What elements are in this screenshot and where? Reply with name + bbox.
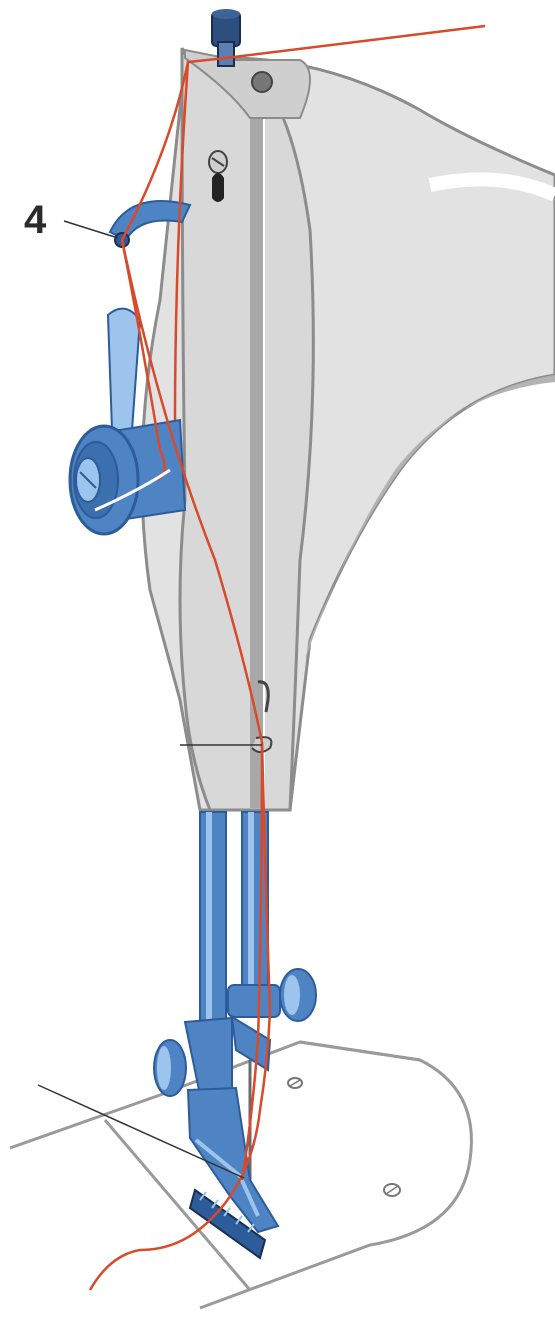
face-plate-groove: [250, 118, 264, 808]
machine-head: [142, 48, 555, 810]
callout-leader-line: [64, 221, 118, 238]
face-plate: [180, 48, 313, 810]
callout-number-4: 4: [24, 198, 46, 243]
oil-hole: [252, 72, 272, 92]
